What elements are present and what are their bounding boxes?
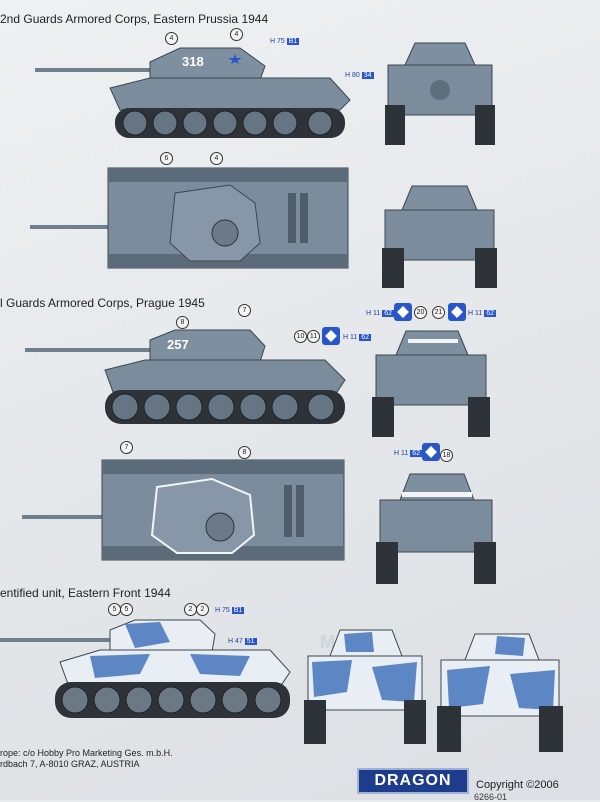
paint-code: H 47 51 <box>228 638 257 645</box>
paint-code: H 75 B1 <box>270 38 300 45</box>
paint-code: H 11 62 <box>394 450 423 457</box>
distributor-address: rope: c/o Hobby Pro Marketing Ges. m.b.H… <box>0 748 173 769</box>
tank-2-front-view <box>372 330 490 437</box>
tank-3-side-view-camo <box>0 619 291 718</box>
tank-3-front-view-camo <box>304 629 426 744</box>
copyright-text: Copyright ©2006 <box>476 779 559 791</box>
marking-number: 8 <box>176 316 189 329</box>
paint-code: H 11 62 <box>468 310 497 317</box>
air-recognition-insignia <box>448 303 466 321</box>
marking-number: 4 <box>165 32 178 45</box>
marking-number: 5 <box>120 603 133 616</box>
dragon-logo: DRAGON <box>357 768 469 794</box>
tank-2-top-view <box>22 459 345 561</box>
marking-number: 21 <box>432 306 445 319</box>
tank-2-rear-view <box>376 473 496 584</box>
paint-code: H 11 62 <box>366 310 395 317</box>
tank-1-top-view <box>30 167 349 269</box>
air-recognition-insignia <box>394 303 412 321</box>
marking-number: 8 <box>238 446 251 459</box>
tank-2-turret-number: 257 <box>167 337 189 352</box>
tank-3-rear-view-camo <box>437 633 563 752</box>
marking-number: 11 <box>307 330 320 343</box>
marking-number: 18 <box>440 449 453 462</box>
marking-number: 2 <box>196 603 209 616</box>
section-1-caption: 2nd Guards Armored Corps, Eastern Prussi… <box>0 12 269 26</box>
marking-number: 10 <box>294 330 307 343</box>
part-number: 6266-01 <box>474 792 508 802</box>
marking-number: 6 <box>160 152 173 165</box>
section-2-caption: l Guards Armored Corps, Prague 1945 <box>0 296 205 310</box>
marking-number: 7 <box>120 441 133 454</box>
paint-code: H 11 62 <box>343 334 372 341</box>
section-3-caption: entified unit, Eastern Front 1944 <box>0 586 171 600</box>
tank-1-turret-number: 318 <box>182 54 204 69</box>
marking-number: 4 <box>210 152 223 165</box>
paint-code: H 75 B1 <box>215 607 245 614</box>
marking-number: 4 <box>230 28 243 41</box>
paint-code: H 80 34 <box>345 72 374 79</box>
air-recognition-insignia <box>422 443 440 461</box>
tank-2-side-view <box>25 329 346 424</box>
marking-number: 7 <box>238 304 251 317</box>
marking-number: 20 <box>414 306 427 319</box>
tank-1-side-view <box>35 47 351 138</box>
tank-1-front-view <box>385 42 495 145</box>
tank-1-rear-view <box>382 185 497 288</box>
air-recognition-insignia <box>322 327 340 345</box>
